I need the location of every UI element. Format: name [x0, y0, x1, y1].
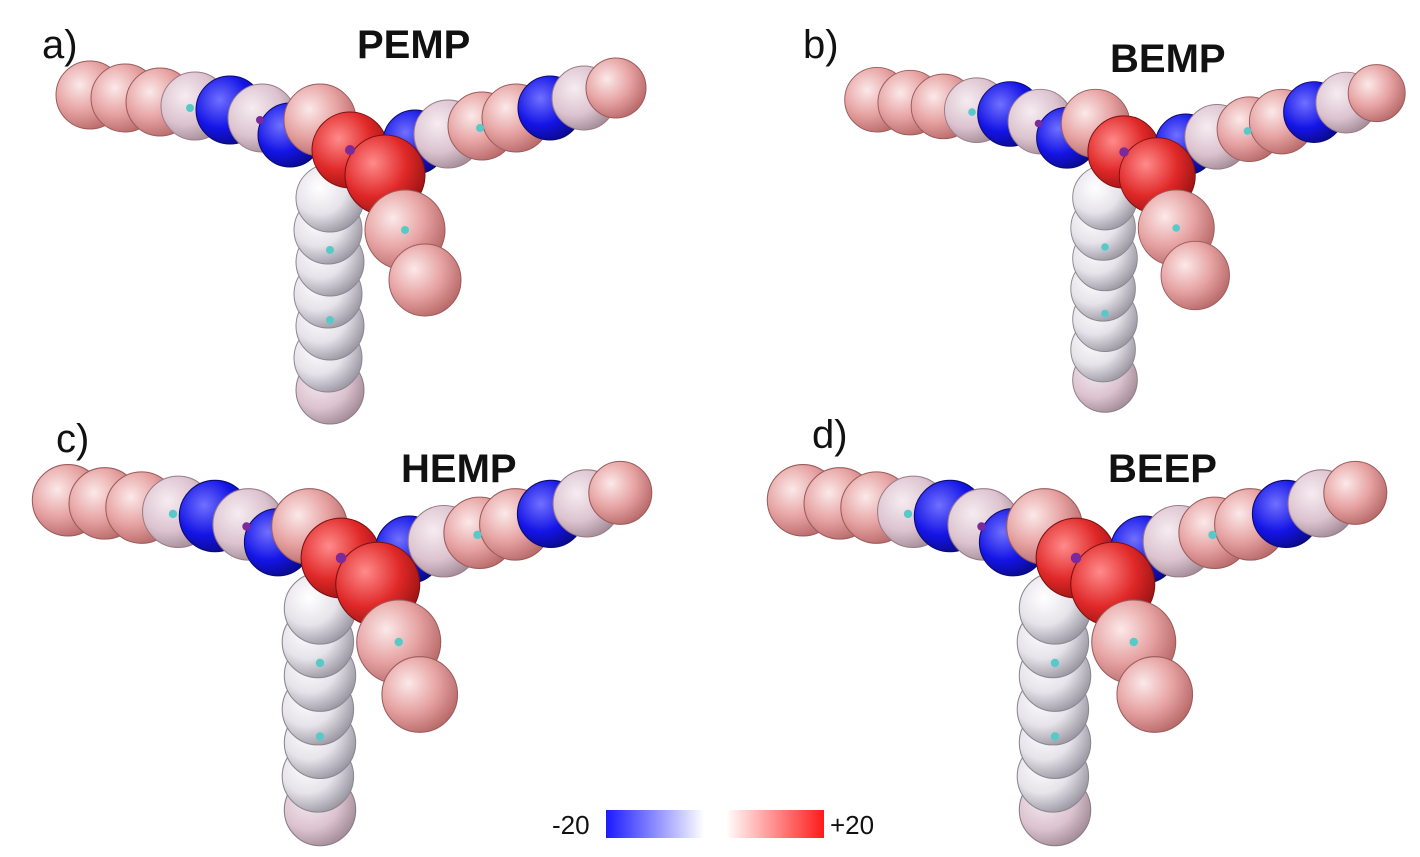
panel-letter-c: c) — [56, 417, 89, 461]
colorbar-max-label: +20 — [830, 810, 874, 840]
colorbar-min-label: -20 — [552, 810, 590, 840]
panel-title-hemp: HEMP — [401, 447, 517, 491]
panel-title-beep: BEEP — [1108, 447, 1217, 491]
molecule-beep — [766, 460, 1388, 847]
panel-title-pemp: PEMP — [357, 23, 470, 67]
molecule-pemp — [55, 57, 647, 425]
colorbar — [606, 810, 824, 838]
panel-letter-d: d) — [812, 413, 848, 457]
panel-letter-a: a) — [42, 23, 78, 67]
molecule-bemp — [844, 64, 1406, 413]
panel-title-bemp: BEMP — [1110, 37, 1226, 81]
panel-letter-b: b) — [803, 23, 839, 67]
molecule-hemp — [31, 460, 653, 847]
